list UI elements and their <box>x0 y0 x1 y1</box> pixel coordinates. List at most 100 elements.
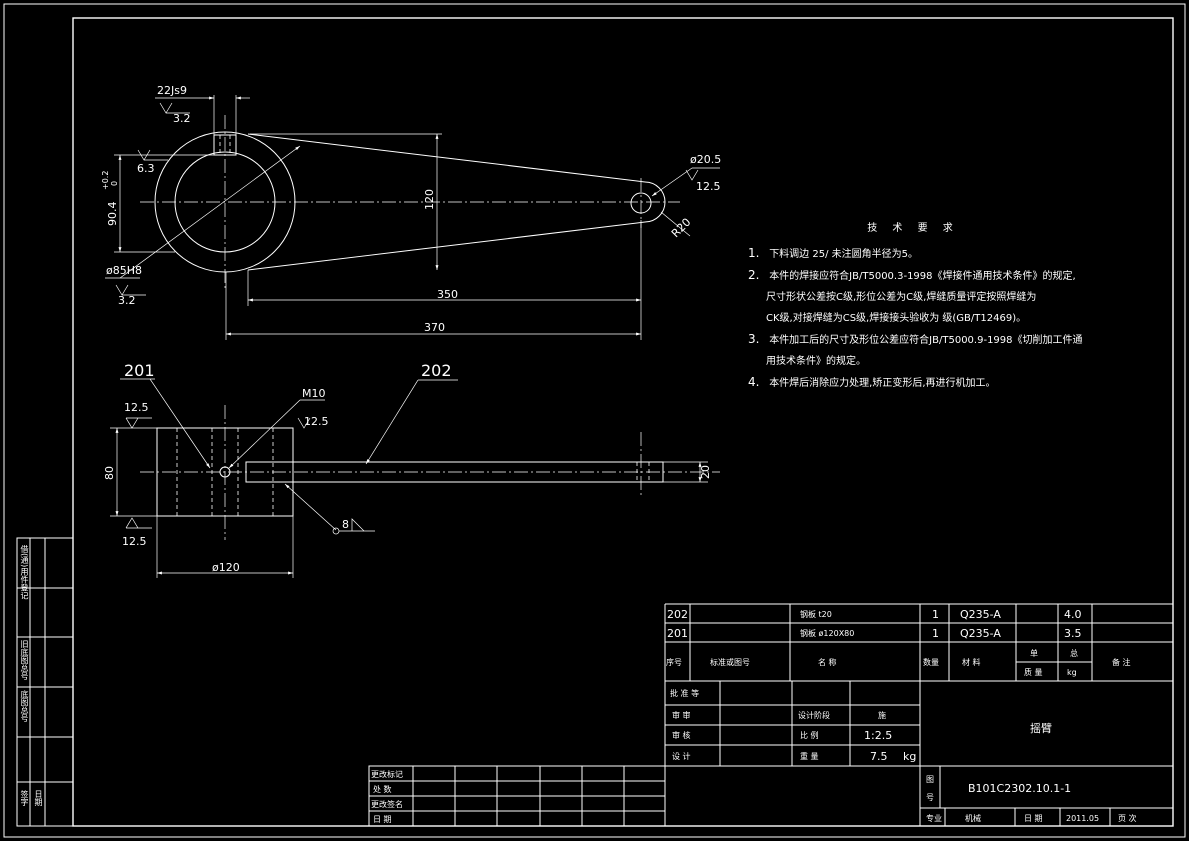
m10-dim: M10 <box>302 387 326 400</box>
note-1-frac: 25/ <box>812 249 829 260</box>
side-roughness-top: 12.5 <box>124 401 149 414</box>
tb-scale-label: 比 例 <box>800 730 819 740</box>
bom-table-lines <box>664 603 1173 826</box>
bom-row1-name: 钢板 t20 <box>800 609 832 619</box>
bom-header-mass: 质 量 <box>1024 667 1043 677</box>
tb-stage: 设计阶段 <box>798 710 830 720</box>
hole-dim: ø20.5 <box>690 153 721 166</box>
length-350-dim: 350 <box>437 288 458 301</box>
strip-label-a: 借(通)用件登记 <box>20 545 29 600</box>
plate-20-dim: 20 <box>699 465 712 479</box>
strip-label-c: 底图总号 <box>20 690 29 722</box>
keyway-dim: 22Js9 <box>157 84 187 97</box>
tb-weight-label: 重 量 <box>800 751 819 761</box>
top-view <box>105 95 720 340</box>
bom-header-no: 序号 <box>666 657 682 667</box>
bom-row2-name: 钢板 ø120X80 <box>800 628 854 638</box>
strip-label-d: 签字 <box>20 790 29 806</box>
strip-label-e: 日期 <box>34 790 43 806</box>
bom-header-kg: kg <box>1067 668 1077 677</box>
keyway-depth-dim: 90.4 <box>106 202 119 227</box>
note-4-a: 本件焊后消除应力处理,矫正变形后,再进行机加工。 <box>769 378 996 389</box>
note-3: 3. 本件加工后的尺寸及形位公差应符合JB/T5000.9-1998《切削加工件… <box>748 329 1083 351</box>
tb-check: 审 核 <box>672 730 691 740</box>
bore-dim: ø85H8 <box>106 264 142 277</box>
bom-header-remark: 备 注 <box>1112 657 1131 667</box>
length-370-dim: 370 <box>424 321 445 334</box>
tb-scale-value: 1:2.5 <box>864 729 892 742</box>
radius-dim: R20 <box>669 216 693 240</box>
note-3-num: 3. <box>748 332 760 346</box>
tb-date: 2011.05 <box>1066 814 1099 823</box>
note-2-c: CK级,对接焊缝为CS级,焊接接头验收为 级(GB/T12469)。 <box>766 313 1027 324</box>
bom-row1-no: 202 <box>667 608 688 621</box>
outer-frame <box>3 3 1186 838</box>
note-1-a: 下料调边 <box>769 249 810 260</box>
bom-row2-unitwt: 3.5 <box>1064 627 1082 640</box>
roughness-12.5-hole: 12.5 <box>696 180 721 193</box>
bom-header-material: 材 料 <box>962 657 981 667</box>
balloon-202: 202 <box>421 361 452 380</box>
rev-mark: 更改标记 <box>371 769 403 779</box>
tb-weight-value: 7.5 <box>870 750 888 763</box>
inner-frame <box>72 17 1174 827</box>
tb-major: 专业 <box>926 813 942 823</box>
note-4-num: 4. <box>748 375 760 389</box>
bom-row1-unitwt: 4.0 <box>1064 608 1082 621</box>
tb-weight-unit: kg <box>903 750 916 763</box>
balloon-201: 201 <box>124 361 155 380</box>
drawing-title: 摇臂 <box>1030 721 1052 735</box>
rev-date: 日 期 <box>373 815 392 824</box>
note-1: 1. 下料调边 25/ 未注圆角半径为5。 <box>748 243 1078 265</box>
tb-date-label: 日 期 <box>1024 814 1043 823</box>
height-120-dim: 120 <box>423 189 436 210</box>
note-3-b: 用技术条件》的规定。 <box>766 356 866 367</box>
bom-row1-material: Q235-A <box>960 608 1001 621</box>
roughness-3.2-bottom: 3.2 <box>118 294 136 307</box>
keyway-depth-tol-low: 0 <box>110 181 119 186</box>
side-roughness-bottom: 12.5 <box>122 535 147 548</box>
roughness-3.2-top: 3.2 <box>173 112 191 125</box>
bom-header-qty: 数量 <box>923 657 939 667</box>
bom-row2-material: Q235-A <box>960 627 1001 640</box>
technical-requirements: 技 术 要 求 1. 下料调边 25/ 未注圆角半径为5。 2. 本件的焊接应符… <box>748 218 1083 394</box>
rev-sign: 更改签名 <box>371 799 403 809</box>
notes-title: 技 术 要 求 <box>867 223 959 234</box>
drawing-number: B101C2302.10.1-1 <box>968 782 1071 795</box>
note-2-b: 尺寸形状公差按C级,形位公差为C级,焊缝质量评定按照焊缝为 <box>766 292 1037 303</box>
tb-page-label: 页 次 <box>1118 813 1137 823</box>
note-2: 2. 本件的焊接应符合JB/T5000.3-1998《焊接件通用技术条件》的规定… <box>748 265 1078 287</box>
weld-size: 8 <box>342 518 349 531</box>
tb-dwg-label-1: 图 <box>926 775 934 784</box>
revision-block-lines <box>368 765 666 827</box>
tb-approve: 批 准 等 <box>670 688 699 698</box>
bom-header-unit: 单 <box>1030 648 1038 658</box>
tb-design: 设 计 <box>672 751 691 761</box>
bom-row1-qty: 1 <box>932 608 939 621</box>
note-2-num: 2. <box>748 268 760 282</box>
note-3-a: 本件加工后的尺寸及形位公差应符合JB/T5000.9-1998《切削加工件通 <box>769 335 1083 346</box>
front-view <box>110 378 720 578</box>
bom-row2-no: 201 <box>667 627 688 640</box>
bom-row2-qty: 1 <box>932 627 939 640</box>
note-1-b: 未注圆角半径为5。 <box>831 249 919 260</box>
keyway-depth-tol: +0.2 <box>101 171 110 190</box>
rev-count: 处 数 <box>373 784 392 794</box>
bom-header-total: 总 <box>1070 648 1078 658</box>
tb-audit: 审 审 <box>672 710 691 720</box>
roughness-6.3: 6.3 <box>137 162 155 175</box>
note-1-num: 1. <box>748 246 760 260</box>
strip-label-b: 旧底图总号 <box>20 640 29 680</box>
tb-stage-val: 施 <box>878 710 886 720</box>
title-block-lines <box>665 681 1173 826</box>
note-4: 4. 本件焊后消除应力处理,矫正变形后,再进行机加工。 <box>748 372 1078 394</box>
bom-header-std: 标准或图号 <box>710 657 750 667</box>
tb-major-val: 机械 <box>965 813 981 823</box>
bom-header-name: 名 称 <box>818 657 837 667</box>
note-2-a: 本件的焊接应符合JB/T5000.3-1998《焊接件通用技术条件》的规定, <box>769 271 1076 282</box>
tb-dwg-label-2: 号 <box>926 793 934 802</box>
m10-roughness: 12.5 <box>304 415 329 428</box>
dia-120-dim: ø120 <box>212 561 240 574</box>
height-80-dim: 80 <box>103 466 116 480</box>
